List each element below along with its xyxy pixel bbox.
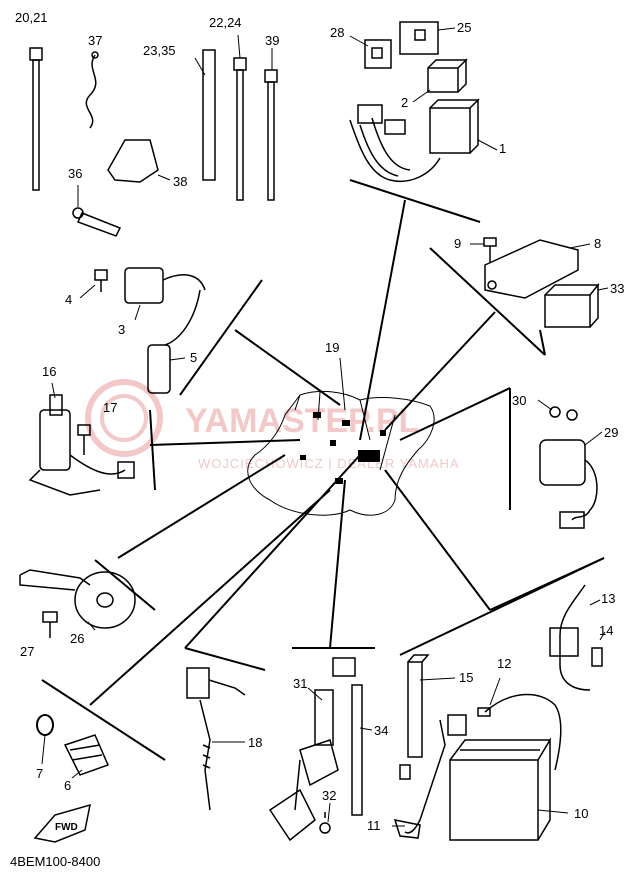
part-34-cable-tie: [351, 684, 363, 816]
callout-20-21: 20,21: [15, 10, 48, 25]
part-29-starter-relay: [539, 439, 598, 529]
callout-29: 29: [604, 425, 618, 440]
part-7-washer: [36, 714, 54, 736]
callout-23-35: 23,35: [143, 43, 176, 58]
callout-38: 38: [173, 174, 187, 189]
part-17-screw: [77, 424, 91, 455]
callout-5: 5: [190, 350, 197, 365]
part-16-main-switch: [28, 394, 135, 496]
frame-mount-points: [300, 412, 386, 484]
drawing-code: 4BEM100-8400: [10, 854, 100, 869]
frame-outline: [247, 390, 435, 516]
callout-18: 18: [248, 735, 262, 750]
callout-39: 39: [265, 33, 279, 48]
part-39-cable-tie: [264, 69, 278, 201]
callout-31: 31: [293, 676, 307, 691]
callout-33: 33: [610, 281, 624, 296]
callout-16: 16: [42, 364, 56, 379]
callout-30: 30: [512, 393, 526, 408]
part-1-relay-box: [349, 98, 480, 182]
part-9-bolt: [483, 237, 497, 262]
part-28-relay: [364, 39, 392, 69]
callout-27: 27: [20, 644, 34, 659]
callout-10: 10: [574, 806, 588, 821]
part-25-relay: [399, 21, 439, 55]
callout-32: 32: [322, 788, 336, 803]
part-3-ignition-coil: [124, 267, 206, 304]
part-12-battery-cable: [477, 693, 562, 771]
part-14-fuse: [591, 647, 603, 667]
callout-22-24: 22,24: [209, 15, 242, 30]
part-33-relay: [544, 282, 600, 328]
callout-13: 13: [601, 591, 615, 606]
callout-19: 19: [325, 340, 339, 355]
callout-6: 6: [64, 778, 71, 793]
part-31-connector: [332, 657, 356, 677]
watermark: YAMASTEP.PL WOJCIECHOWICZ | DEALER YAMAH…: [85, 379, 460, 471]
part-38-holder: [107, 139, 159, 183]
part-31-sender: [268, 689, 339, 842]
callout-34: 34: [374, 723, 388, 738]
callout-9: 9: [454, 236, 461, 251]
part-2-connector: [427, 58, 468, 93]
part-30-screw-set: [549, 406, 578, 421]
callout-1: 1: [499, 141, 506, 156]
part-8-regulator: [484, 239, 579, 299]
callout-4: 4: [65, 292, 72, 307]
part-32-screw: [319, 812, 331, 834]
part-13-fuse-wire: [549, 584, 591, 691]
part-23-35-cable-tie: [202, 49, 216, 181]
leader-lines: [41, 179, 605, 761]
part-11-fuse-holder: [393, 714, 467, 839]
callout-26: 26: [70, 631, 84, 646]
part-4-bolt: [94, 269, 108, 292]
callout-12: 12: [497, 656, 511, 671]
part-5-plug-cap: [147, 289, 201, 394]
part-36-terminal: [72, 207, 122, 237]
callout-11: 11: [367, 818, 381, 833]
part-20-21-cable-tie: [29, 47, 43, 191]
fwd-arrow-icon: FWD: [33, 803, 91, 843]
watermark-subtitle: WOJCIECHOWICZ | DEALER YAMAHA: [198, 456, 460, 471]
callout-2: 2: [401, 95, 408, 110]
part-10-battery: [449, 737, 552, 841]
callout-15: 15: [459, 670, 473, 685]
callout-14: 14: [599, 623, 613, 638]
watermark-logo: [85, 379, 163, 457]
part-18-neutral-switch: [186, 667, 246, 811]
callout-25: 25: [457, 20, 471, 35]
part-22-24-cable-tie: [233, 57, 247, 201]
part-37-clip: [85, 51, 99, 129]
callout-17: 17: [103, 400, 117, 415]
callout-7: 7: [36, 766, 43, 781]
callout-37: 37: [88, 33, 102, 48]
fwd-label: FWD: [55, 822, 78, 833]
callout-8: 8: [594, 236, 601, 251]
callout-36: 36: [68, 166, 82, 181]
part-27-bolt: [42, 611, 58, 638]
part-6-sensor: [63, 734, 110, 776]
callout-labels: 1 2 3 4 5 6 7 8 9 10 11 12 13 14 15 16 1…: [15, 10, 624, 833]
part-26-horn: [19, 569, 136, 629]
callout-3: 3: [118, 322, 125, 337]
part-15-battery-band: [407, 654, 430, 758]
callout-28: 28: [330, 25, 344, 40]
